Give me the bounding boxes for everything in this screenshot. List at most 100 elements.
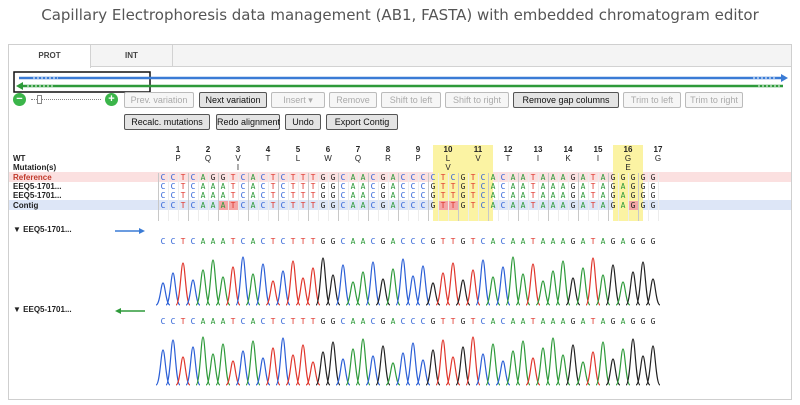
nucleotide[interactable]: A [490, 182, 496, 191]
nucleotide[interactable]: C [370, 201, 376, 210]
nucleotide[interactable]: C [190, 173, 196, 182]
nucleotide[interactable]: A [580, 182, 586, 191]
recalc-mutations-button[interactable]: Recalc. mutations [124, 114, 210, 130]
trace-label[interactable]: ▼ EEQ5-1701... [13, 305, 72, 314]
nucleotide[interactable]: T [590, 191, 596, 200]
trim-to-right-button[interactable]: Trim to right [685, 92, 743, 108]
nucleotide[interactable]: T [440, 182, 446, 191]
nucleotide[interactable]: G [330, 182, 336, 191]
tab-int[interactable]: INT [91, 45, 173, 67]
viewport-box[interactable] [13, 71, 151, 93]
nucleotide[interactable]: T [300, 173, 306, 182]
nucleotide[interactable]: C [480, 191, 486, 200]
nucleotide[interactable]: C [340, 201, 346, 210]
nucleotide[interactable]: C [500, 201, 506, 210]
nucleotide[interactable]: T [450, 191, 456, 200]
nucleotide[interactable]: T [300, 182, 306, 191]
nucleotide[interactable]: A [250, 173, 256, 182]
nucleotide[interactable]: A [350, 173, 356, 182]
nucleotide[interactable]: G [380, 201, 386, 210]
nucleotide[interactable]: T [470, 201, 476, 210]
nucleotide[interactable]: A [510, 201, 516, 210]
nucleotide[interactable]: A [560, 201, 566, 210]
nucleotide[interactable]: T [290, 173, 296, 182]
zoom-slider-handle[interactable] [37, 95, 42, 104]
nucleotide[interactable]: C [400, 201, 406, 210]
nucleotide[interactable]: G [570, 182, 576, 191]
nucleotide[interactable]: T [448, 201, 458, 210]
nucleotide[interactable]: G [460, 182, 466, 191]
nucleotide[interactable]: C [480, 182, 486, 191]
nucleotide[interactable]: A [520, 173, 526, 182]
nucleotide[interactable]: T [270, 201, 276, 210]
nucleotide[interactable]: C [160, 191, 166, 200]
nucleotide[interactable]: C [370, 191, 376, 200]
nucleotide[interactable]: T [300, 201, 306, 210]
nucleotide[interactable]: T [450, 182, 456, 191]
nucleotide[interactable]: A [580, 191, 586, 200]
nucleotide[interactable]: C [260, 182, 266, 191]
nucleotide[interactable]: C [420, 191, 426, 200]
nucleotide[interactable]: T [530, 173, 536, 182]
nucleotide[interactable]: T [438, 201, 448, 210]
nucleotide[interactable]: A [250, 191, 256, 200]
prev-variation-button[interactable]: Prev. variation [124, 92, 194, 108]
next-variation-button[interactable]: Next variation [199, 92, 267, 108]
nucleotide[interactable]: G [570, 201, 576, 210]
nucleotide[interactable]: C [340, 173, 346, 182]
nucleotide[interactable]: G [380, 182, 386, 191]
nucleotide[interactable]: T [310, 173, 316, 182]
nucleotide[interactable]: G [630, 182, 636, 191]
nucleotide[interactable]: C [280, 173, 286, 182]
nucleotide[interactable]: C [160, 173, 166, 182]
nucleotide[interactable]: A [390, 191, 396, 200]
nucleotide[interactable]: A [510, 191, 516, 200]
nucleotide[interactable]: A [600, 182, 606, 191]
nucleotide[interactable]: T [180, 191, 186, 200]
shift-to-right-button[interactable]: Shift to right [445, 92, 509, 108]
nucleotide[interactable]: A [390, 201, 396, 210]
nucleotide[interactable]: G [570, 173, 576, 182]
nucleotide[interactable]: C [410, 201, 416, 210]
nucleotide[interactable]: A [200, 201, 206, 210]
nucleotide[interactable]: G [430, 191, 436, 200]
nucleotide[interactable]: A [510, 173, 516, 182]
nucleotide[interactable]: A [490, 191, 496, 200]
nucleotide[interactable]: A [510, 182, 516, 191]
nucleotide[interactable]: T [440, 173, 446, 182]
nucleotide[interactable]: G [460, 173, 466, 182]
nucleotide[interactable]: G [640, 182, 646, 191]
nucleotide[interactable]: G [460, 191, 466, 200]
nucleotide[interactable]: T [180, 173, 186, 182]
nucleotide[interactable]: T [290, 201, 296, 210]
nucleotide[interactable]: C [240, 173, 246, 182]
nucleotide[interactable]: A [620, 182, 626, 191]
nucleotide[interactable]: A [550, 201, 556, 210]
nucleotide[interactable]: A [560, 191, 566, 200]
nucleotide[interactable]: A [350, 201, 356, 210]
nucleotide[interactable]: C [370, 173, 376, 182]
nucleotide[interactable]: T [590, 173, 596, 182]
nucleotide[interactable]: A [350, 182, 356, 191]
nucleotide[interactable]: A [540, 182, 546, 191]
nucleotide[interactable]: A [550, 182, 556, 191]
nucleotide[interactable]: C [170, 173, 176, 182]
nucleotide[interactable]: A [210, 201, 216, 210]
trace-label[interactable]: ▼ EEQ5-1701... [13, 225, 72, 234]
nucleotide[interactable]: G [330, 201, 336, 210]
nucleotide[interactable]: C [480, 173, 486, 182]
nucleotide[interactable]: C [280, 182, 286, 191]
nucleotide[interactable]: C [400, 182, 406, 191]
zoom-out-button[interactable]: − [13, 93, 26, 106]
nucleotide[interactable]: G [430, 201, 436, 210]
alignment-overview[interactable] [13, 71, 789, 93]
nucleotide[interactable]: T [230, 173, 236, 182]
nucleotide[interactable]: G [610, 173, 616, 182]
nucleotide[interactable]: C [260, 201, 266, 210]
nucleotide[interactable]: G [430, 182, 436, 191]
nucleotide[interactable]: T [470, 173, 476, 182]
nucleotide[interactable]: T [530, 201, 536, 210]
nucleotide[interactable]: A [600, 201, 606, 210]
nucleotide[interactable]: A [550, 173, 556, 182]
nucleotide[interactable]: T [180, 201, 186, 210]
